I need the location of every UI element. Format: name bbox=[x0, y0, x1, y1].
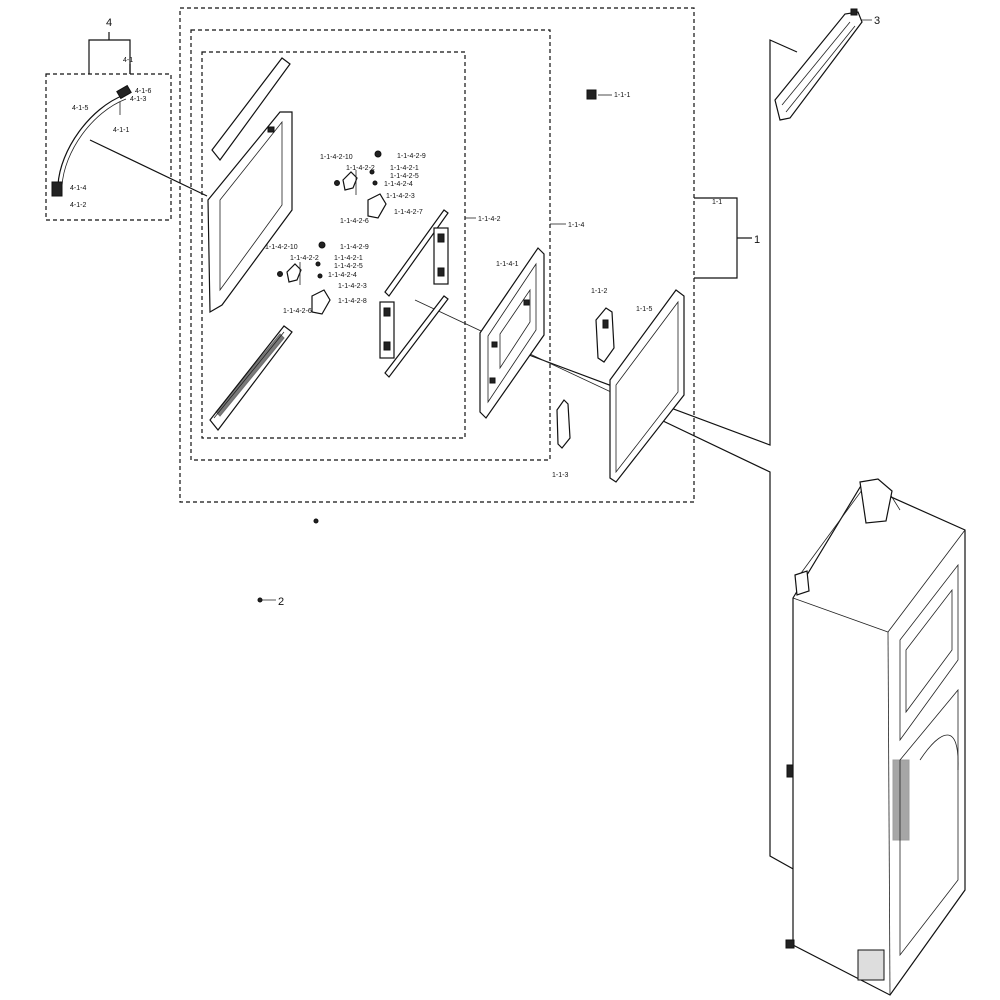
group-box-1-1-4-2 bbox=[201, 51, 466, 439]
label-4-1-5: 4-1-5 bbox=[72, 105, 88, 112]
label-4: 4 bbox=[106, 17, 112, 29]
group-box-4-1 bbox=[45, 73, 172, 221]
label-1-1-1: 1-1-1 bbox=[614, 92, 630, 99]
label-1-1: 1-1 bbox=[712, 199, 722, 206]
part-1-1-4-1-inner-panel bbox=[479, 247, 545, 419]
label-1-1-4-2-9a: 1-1-4-2-9 bbox=[397, 153, 426, 160]
label-1-1-4-2-6b: 1-1-4-2-6 bbox=[283, 308, 312, 315]
label-1-1-5: 1-1-5 bbox=[636, 306, 652, 313]
label-1-1-4-2-10b: 1-1-4-2-10 bbox=[265, 244, 298, 251]
label-1-1-4-2-5a: 1-1-4-2-5 bbox=[390, 173, 419, 180]
label-1-1-4-2-7a: 1-1-4-2-7 bbox=[394, 209, 423, 216]
label-4-1-3: 4-1-3 bbox=[130, 96, 146, 103]
part-4-1-dispenser-tube bbox=[51, 84, 132, 197]
group-box-1-1-4 bbox=[190, 29, 551, 461]
label-1-1-4-2-3b: 1-1-4-2-3 bbox=[338, 283, 367, 290]
label-4-1-6: 4-1-6 bbox=[135, 88, 151, 95]
part-1-1-5-gasket bbox=[609, 289, 685, 483]
label-1-1-4-1: 1-1-4-1 bbox=[496, 261, 519, 268]
label-1-1-4-2-4b: 1-1-4-2-4 bbox=[328, 272, 357, 279]
label-3: 3 bbox=[874, 15, 880, 27]
refrigerator-body bbox=[785, 478, 966, 996]
part-lower-hinge-assembly bbox=[277, 241, 331, 315]
label-1-1-4-2-6a: 1-1-4-2-6 bbox=[340, 218, 369, 225]
label-1-1-3: 1-1-3 bbox=[552, 472, 568, 479]
label-1-1-4-2-9b: 1-1-4-2-9 bbox=[340, 244, 369, 251]
label-1-1-4-2-8b: 1-1-4-2-8 bbox=[338, 298, 367, 305]
label-1-1-4: 1-1-4 bbox=[568, 222, 584, 229]
label-4-1-1: 4-1-1 bbox=[113, 127, 129, 134]
label-1-1-4-2-5b: 1-1-4-2-5 bbox=[334, 263, 363, 270]
part-3-hinge-cover bbox=[774, 8, 863, 121]
label-4-1: 4-1 bbox=[123, 57, 133, 64]
label-1-1-4-2-1b: 1-1-4-2-1 bbox=[334, 255, 363, 262]
label-1: 1 bbox=[754, 234, 760, 246]
label-1-1-4-2-1a: 1-1-4-2-1 bbox=[390, 165, 419, 172]
part-door-rails bbox=[379, 209, 449, 378]
label-4-1-4: 4-1-4 bbox=[70, 185, 86, 192]
label-1-1-2: 1-1-2 bbox=[591, 288, 607, 295]
part-small-screw bbox=[313, 518, 319, 524]
part-1-1-1-screw bbox=[586, 89, 597, 100]
label-1-1-4-2-4a: 1-1-4-2-4 bbox=[384, 181, 413, 188]
part-1-1-3-cap bbox=[556, 399, 571, 449]
callout-brackets bbox=[88, 19, 872, 871]
label-1-1-4-2-2a: 1-1-4-2-2 bbox=[346, 165, 375, 172]
label-1-1-4-2-10a: 1-1-4-2-10 bbox=[320, 154, 353, 161]
callout-labels: 4 4-1 4-1-5 4-1-6 4-1-3 4-1-1 4-1-4 4-1-… bbox=[70, 15, 880, 608]
part-upper-hinge-assembly bbox=[334, 150, 387, 219]
label-1-1-4-2: 1-1-4-2 bbox=[478, 216, 501, 223]
part-1-1-2-hinge-cover bbox=[595, 307, 615, 363]
part-2-screw bbox=[257, 597, 263, 603]
label-1-1-4-2-2b: 1-1-4-2-2 bbox=[290, 255, 319, 262]
part-door-frame bbox=[207, 57, 293, 431]
label-4-1-2: 4-1-2 bbox=[70, 202, 86, 209]
label-2: 2 bbox=[278, 596, 284, 608]
label-1-1-4-2-3a: 1-1-4-2-3 bbox=[386, 193, 415, 200]
